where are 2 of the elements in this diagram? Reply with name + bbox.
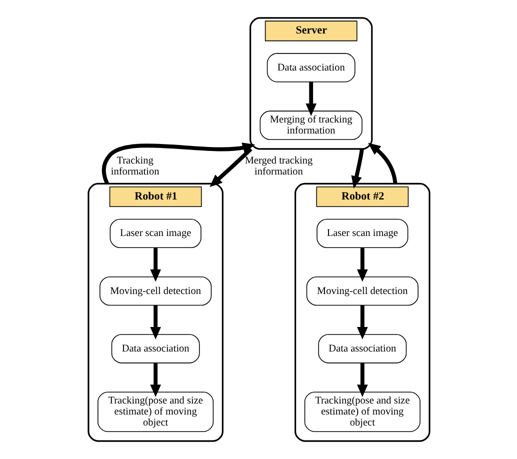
edge-label: Tracking information: [110, 156, 159, 178]
edge-label: Merged tracking information: [244, 156, 312, 178]
